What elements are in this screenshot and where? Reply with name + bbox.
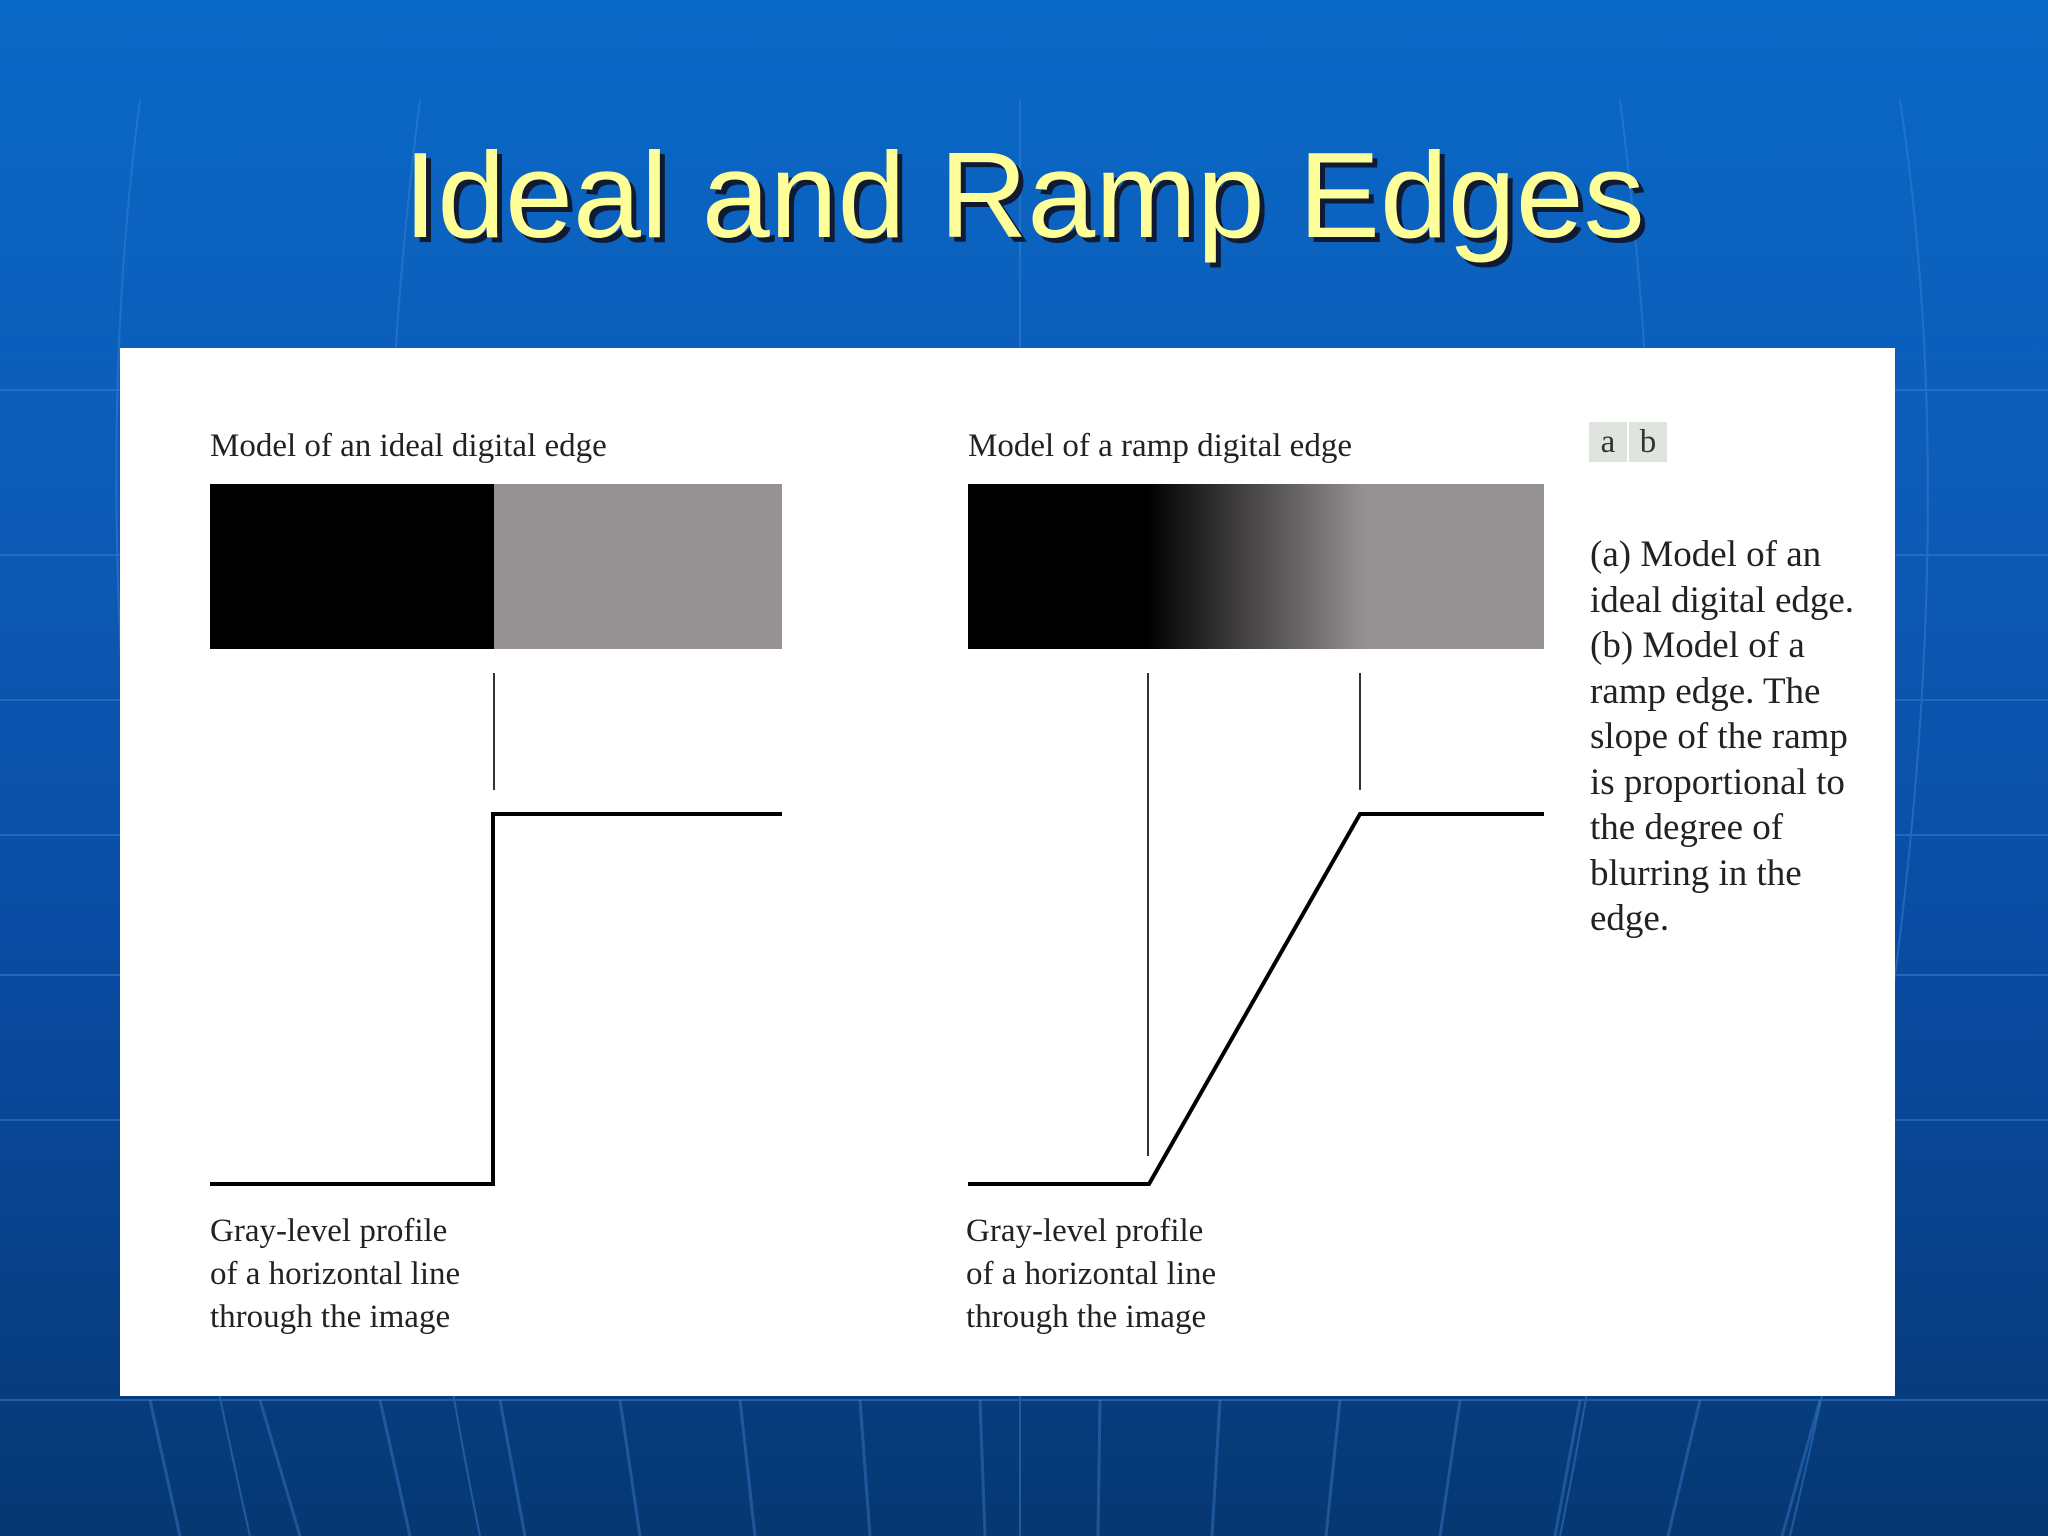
ramp-edge-gradient: [968, 484, 1544, 649]
panel-label-a: a: [1589, 422, 1627, 462]
ideal-edge-profile-line: [210, 812, 782, 1186]
panel-a-profile-caption: Gray-level profile of a horizontal line …: [210, 1213, 461, 1335]
ideal-edge-gray-region: [494, 484, 782, 649]
panel-b-title: Model of a ramp digital edge: [968, 428, 1352, 464]
panel-b-profile-caption: Gray-level profile of a horizontal line …: [966, 1213, 1217, 1335]
panel-label-b: b: [1629, 422, 1667, 462]
slide-title: Ideal and Ramp Edges: [403, 127, 1645, 263]
edge-models-figure: Model of an ideal digital edge Model of …: [120, 348, 1895, 1396]
panel-a-title: Model of an ideal digital edge: [210, 428, 607, 464]
figure-caption: (a) Model of an ideal digital edge. (b) …: [1590, 534, 1855, 939]
ramp-edge-profile-line: [968, 812, 1544, 1186]
ideal-edge-dark-region: [210, 484, 494, 649]
gray-level-profiles: [210, 673, 1544, 1186]
